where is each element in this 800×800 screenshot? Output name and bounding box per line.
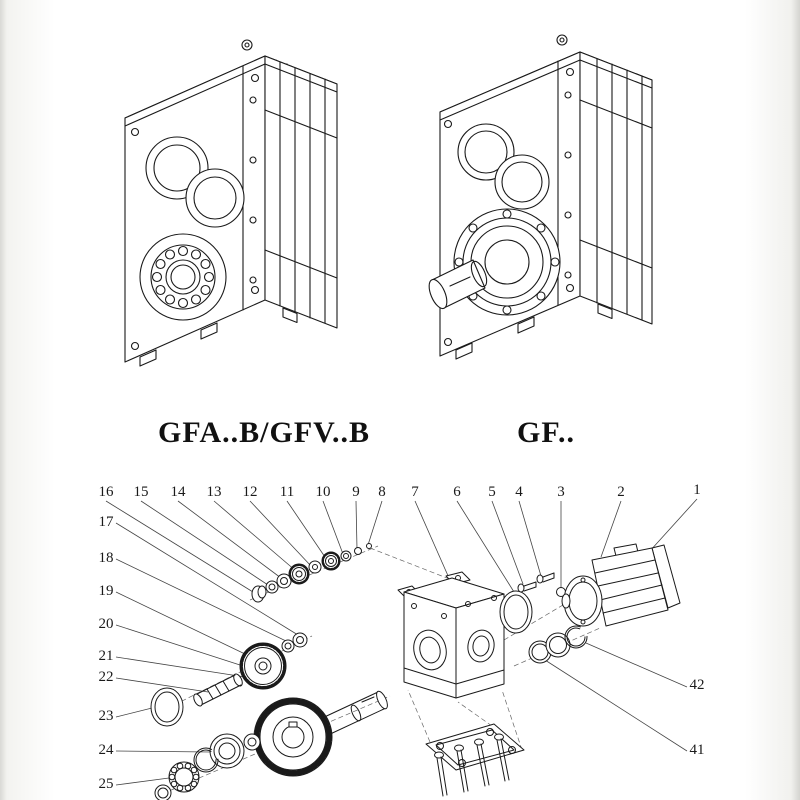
part-number-41: 41 bbox=[689, 742, 705, 758]
gearbox-drawing-gfab-gfvb bbox=[124, 39, 338, 367]
part-number-6: 6 bbox=[453, 484, 461, 500]
part-number-15: 15 bbox=[133, 484, 149, 500]
part-number-21: 21 bbox=[98, 648, 114, 664]
motor-input-unit bbox=[561, 543, 681, 627]
leader-lines bbox=[105, 498, 698, 786]
part-number-24: 24 bbox=[98, 742, 114, 758]
input-bearing-bosses bbox=[457, 123, 550, 210]
fastener-small-parts bbox=[517, 572, 566, 597]
housing-cap-edges bbox=[439, 59, 653, 121]
exploded-parts-diagram bbox=[105, 498, 698, 800]
part-number-12: 12 bbox=[242, 484, 258, 500]
part-number-9: 9 bbox=[352, 484, 360, 500]
output-bearing-bore bbox=[139, 233, 227, 321]
part-number-3: 3 bbox=[557, 484, 565, 500]
flange-strip bbox=[242, 65, 257, 311]
page-edge-left bbox=[0, 0, 90, 800]
output-shaft bbox=[428, 259, 488, 310]
top-plug-screw bbox=[556, 34, 568, 46]
part-number-17: 17 bbox=[98, 514, 114, 530]
top-plug-screw bbox=[241, 39, 253, 51]
housing-side-face bbox=[264, 55, 338, 329]
part-number-14: 14 bbox=[170, 484, 186, 500]
part-number-25: 25 bbox=[98, 776, 114, 792]
part-number-19: 19 bbox=[98, 583, 114, 599]
gearbox-drawing-gf bbox=[428, 34, 653, 360]
part-number-10: 10 bbox=[315, 484, 331, 500]
model-label-gfab-gfvb: GFA..B/GFV..B bbox=[158, 416, 370, 449]
page-edge-right bbox=[710, 0, 800, 800]
part-number-22: 22 bbox=[98, 669, 114, 685]
side-ribs bbox=[579, 58, 653, 321]
part-number-23: 23 bbox=[98, 708, 114, 724]
mounting-feet bbox=[139, 307, 298, 367]
side-ribs bbox=[264, 61, 338, 324]
part-number-11: 11 bbox=[279, 484, 295, 500]
part-number-16: 16 bbox=[98, 484, 114, 500]
input-bearing-bosses bbox=[145, 136, 245, 228]
part-number-5: 5 bbox=[488, 484, 496, 500]
mounting-feet bbox=[455, 303, 613, 360]
gear-housing bbox=[397, 571, 505, 699]
part-number-20: 20 bbox=[98, 616, 114, 632]
part-number-7: 7 bbox=[411, 484, 419, 500]
model-label-gf: GF.. bbox=[517, 416, 575, 449]
mounting-flange-plate bbox=[425, 723, 525, 797]
corner-bolts bbox=[130, 73, 260, 351]
part-number-13: 13 bbox=[206, 484, 222, 500]
part-number-2: 2 bbox=[617, 484, 625, 500]
part-number-4: 4 bbox=[515, 484, 523, 500]
output-shaft-and-gear bbox=[154, 690, 388, 800]
part-number-1: 1 bbox=[693, 482, 701, 498]
input-shaft-small-parts bbox=[251, 543, 372, 603]
gasket-and-retaining-rings bbox=[499, 590, 588, 664]
housing-side-face bbox=[579, 51, 653, 325]
part-number-18: 18 bbox=[98, 550, 114, 566]
intermediate-gear-parts bbox=[150, 632, 308, 727]
part-number-42: 42 bbox=[689, 677, 705, 693]
corner-bolts bbox=[443, 67, 575, 347]
part-number-8: 8 bbox=[378, 484, 386, 500]
